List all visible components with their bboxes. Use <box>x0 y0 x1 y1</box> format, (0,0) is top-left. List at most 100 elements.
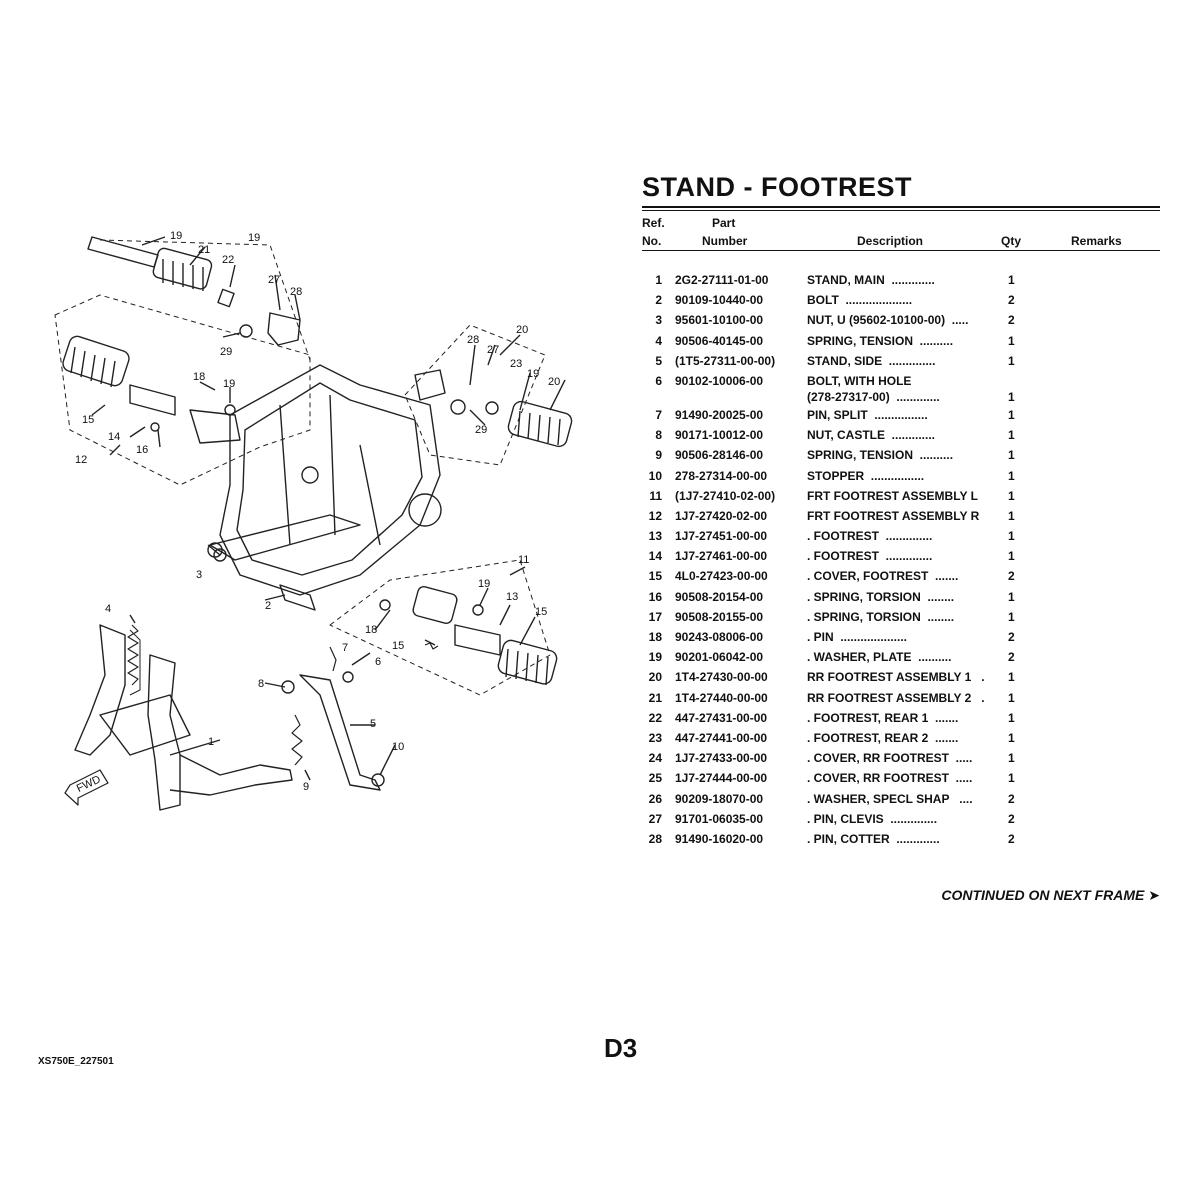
part-qty: 1 <box>1008 771 1015 786</box>
callout-26b: 23 <box>510 358 522 370</box>
page-number: D3 <box>604 1033 638 1063</box>
part-number: 278-27314-00-00 <box>675 468 768 483</box>
continued-note: CONTINUED ON NEXT FRAME ➤ <box>941 887 1160 903</box>
callout-7: 7 <box>342 642 348 654</box>
part-qty: 1 <box>1008 549 1015 564</box>
part-number: 1J7-27451-00-00 <box>675 529 768 544</box>
part-number: 90506-40145-00 <box>675 333 764 348</box>
ref-number: 21 <box>648 690 662 705</box>
ref-number: 10 <box>648 468 662 483</box>
part-qty: 2 <box>1008 293 1015 308</box>
header-remarks: Remarks <box>1071 234 1122 248</box>
part-qty: 1 <box>1008 428 1015 443</box>
part-description: FRT FOOTREST ASSEMBLY R <box>807 508 980 523</box>
parts-table-header: Ref. No. Part Number Description Qty Rem… <box>642 214 1160 250</box>
table-row: 2 90109-10440-00 BOLT ....................… <box>642 292 1160 312</box>
ref-number: 18 <box>648 630 662 644</box>
header-ref-line1: Ref. <box>642 216 665 230</box>
part-number: 90243-08006-00 <box>675 630 764 644</box>
part-qty: 2 <box>1008 650 1015 665</box>
part-number: 1J7-27444-00-00 <box>675 771 768 786</box>
header-description: Description <box>857 234 924 248</box>
part-description: STAND, MAIN ............. <box>807 273 935 287</box>
part-description: . FOOTREST, REAR 1 ....... <box>807 710 959 725</box>
ref-number: 16 <box>648 589 662 604</box>
part-number: 90508-20154-00 <box>675 589 764 604</box>
ref-number: 24 <box>648 751 662 766</box>
ref-number: 4 <box>655 333 662 348</box>
part-qty: 1 <box>1008 448 1015 463</box>
title-rule <box>642 206 1160 211</box>
part-qty: 2 <box>1008 811 1015 826</box>
part-description: BOLT .................... <box>807 293 913 308</box>
part-description: . PIN .................... <box>807 630 908 644</box>
part-description: . FOOTREST .............. <box>807 549 933 564</box>
part-qty: 1 <box>1008 690 1015 705</box>
part-description: STOPPER ................ <box>807 468 925 483</box>
table-row: 22 447-27431-00-00 . FOOTREST, REAR 1 ....… <box>642 710 1160 730</box>
part-number: 90201-06042-00 <box>675 650 764 665</box>
part-number: 90506-28146-00 <box>675 448 764 463</box>
ref-number: 1 <box>655 273 662 287</box>
ref-number: 28 <box>648 831 662 846</box>
callout-8: 8 <box>258 678 264 690</box>
part-number: 91490-16020-00 <box>675 831 764 846</box>
part-description: RR FOOTREST ASSEMBLY 2 . <box>807 690 985 705</box>
callout-4: 4 <box>105 603 111 615</box>
callout-15: 15 <box>82 414 94 426</box>
part-number: 4L0-27423-00-00 <box>675 569 768 584</box>
part-number: (1T5-27311-00-00) <box>675 353 776 368</box>
callout-2: 2 <box>265 600 271 612</box>
callout-13: 13 <box>506 591 518 603</box>
part-qty: 1 <box>1008 670 1015 685</box>
callout-18b: 18 <box>365 624 377 636</box>
callout-25: 21 <box>198 244 210 256</box>
part-description: . WASHER, PLATE .......... <box>807 650 952 665</box>
callout-29: 29 <box>220 346 232 358</box>
part-description: NUT, CASTLE ............. <box>807 428 936 443</box>
callout-20: 20 <box>516 324 528 336</box>
ref-number: 3 <box>655 313 662 328</box>
ref-number: 27 <box>648 811 662 826</box>
callout-3: 3 <box>196 569 202 581</box>
part-number: 90508-20155-00 <box>675 609 764 624</box>
part-number: 447-27431-00-00 <box>675 710 768 725</box>
part-description: . SPRING, TORSION ........ <box>807 589 955 604</box>
ref-number: 7 <box>655 407 662 422</box>
callout-6: 6 <box>375 656 381 668</box>
callout-27b: 27 <box>487 344 499 356</box>
ref-number: 12 <box>648 508 662 523</box>
document-code: XS750E_227501 <box>38 1056 114 1067</box>
table-row: 24 1J7-27433-00-00 . COVER, RR FOOTREST ..… <box>642 750 1160 770</box>
callout-17: 16 <box>136 444 148 456</box>
part-description: SPRING, TENSION .......... <box>807 333 954 348</box>
part-description: . SPRING, TORSION ........ <box>807 609 955 624</box>
part-description: . FOOTREST, REAR 2 ....... <box>807 730 959 745</box>
part-number: 90102-10006-00 <box>675 373 764 388</box>
part-qty: 2 <box>1008 630 1015 644</box>
header-rule <box>642 250 1160 251</box>
part-number: 1J7-27433-00-00 <box>675 751 768 766</box>
table-row: 16 90508-20154-00 . SPRING, TORSION ......… <box>642 589 1160 609</box>
part-description: . COVER, RR FOOTREST ..... <box>807 751 973 766</box>
part-qty: 1 <box>1008 273 1015 287</box>
part-number: 90109-10440-00 <box>675 293 764 308</box>
callout-19: 19 <box>223 378 235 390</box>
table-row: 11(1J7-27410-02-00)FRT FOOTREST ASSEMBLY… <box>642 488 1160 508</box>
part-qty: 2 <box>1008 569 1015 584</box>
page-title: STAND - FOOTREST <box>642 172 912 202</box>
ref-number: 25 <box>648 771 662 786</box>
ref-number: 22 <box>648 710 662 725</box>
ref-number: 9 <box>655 448 662 463</box>
part-qty: 2 <box>1008 313 1015 328</box>
callout-18: 18 <box>193 371 205 383</box>
